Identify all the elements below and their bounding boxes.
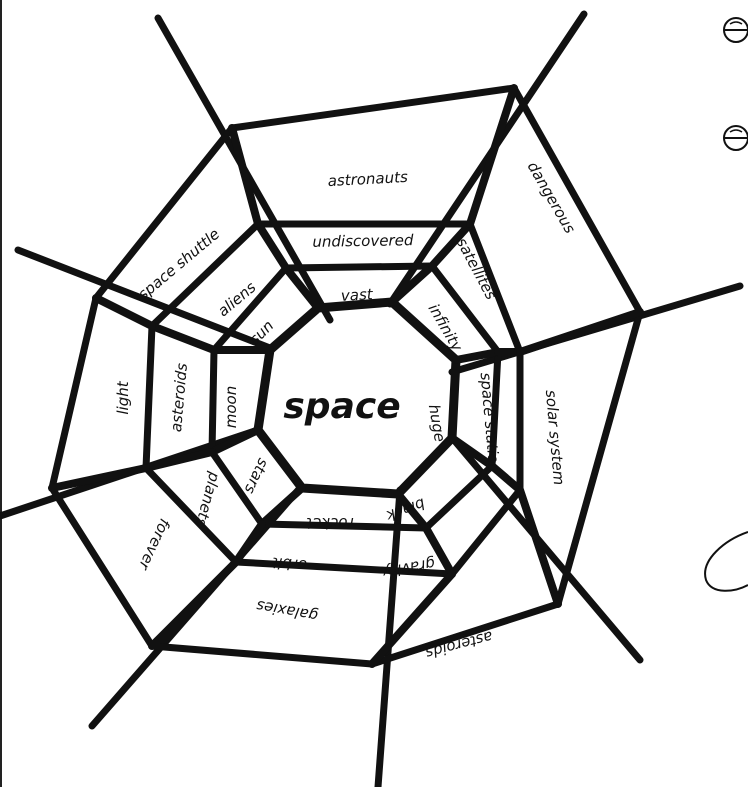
web-spoke [232, 128, 258, 224]
word-light: light [114, 380, 132, 414]
web-spoke [520, 312, 640, 352]
word-undiscovered: undiscovered [312, 231, 414, 251]
web-spoke [236, 524, 262, 562]
word-vast: vast [340, 285, 374, 305]
swirl-decoration [705, 532, 748, 591]
web-spoke [262, 488, 302, 524]
word-forever: forever [135, 516, 175, 573]
word-solar-system: solar system [542, 389, 568, 486]
word-galaxies: galaxies [255, 597, 320, 626]
word-gravity: gravity [380, 554, 436, 581]
word-asteroids-inner: asteroids [167, 362, 191, 432]
word-orbit: orbit [270, 553, 307, 574]
word-aliens: aliens [214, 278, 259, 320]
word-planets: planets [192, 469, 224, 528]
word-rocket: rocket [305, 514, 354, 532]
web-spoke [152, 562, 236, 646]
word-astronauts: astronauts [327, 168, 408, 190]
hole-punch-icon [724, 126, 748, 150]
web-spoke [152, 326, 214, 350]
word-stars: stars [241, 456, 273, 497]
web-spoke [470, 88, 514, 224]
hole-punch-icon [724, 18, 748, 42]
web-spoke [520, 490, 558, 604]
word-moon: moon [222, 386, 240, 428]
center-word: space [283, 386, 400, 427]
word-huge: huge [425, 403, 449, 443]
word-dangerous: dangerous [524, 159, 579, 237]
